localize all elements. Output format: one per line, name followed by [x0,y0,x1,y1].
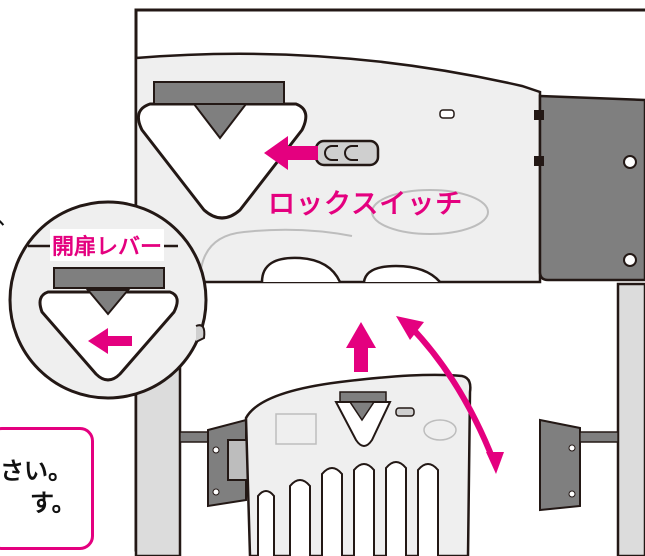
curved-double-arrow-icon [396,316,504,474]
screw-hole [623,155,637,169]
screw-hole [623,253,637,267]
bottom-gate-scene [134,282,645,556]
note-text-line: さい。 [0,457,72,485]
lock-switch-icon [314,139,380,167]
note-text-line: す。 [30,489,76,517]
arrow-up-icon [346,322,376,372]
text-fragment: 、 [0,196,20,231]
door-lever-label: 開扉レバー [50,229,165,261]
lock-switch-label: ロックスイッチ [268,189,464,220]
arrow-left-icon [264,136,318,170]
arrow-left-icon [88,328,132,354]
note-box [0,427,94,550]
